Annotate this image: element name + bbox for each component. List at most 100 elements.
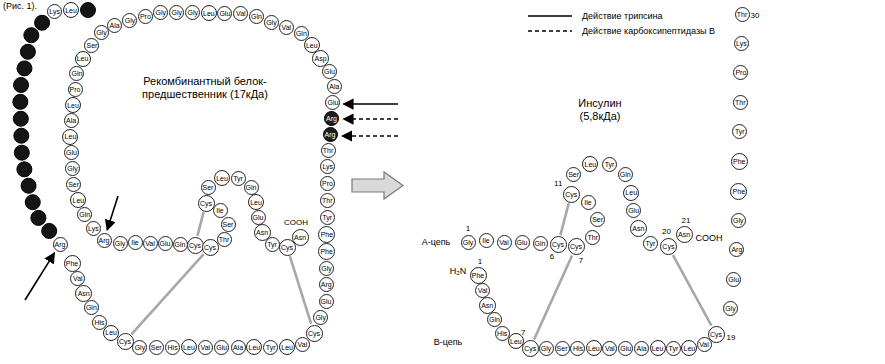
residue-name: Cys [119,338,131,345]
amino-acid-circle: Leu [681,340,697,356]
residue-name: Tyr [669,345,679,352]
residue-name: Gly [266,19,277,26]
callout-label: H₂N [450,266,467,277]
amino-acid-circle: Leu [623,185,639,201]
amino-acid-circle: Arg [97,233,112,248]
amino-acid-circle: Thr [321,143,336,158]
residue-name: Phe [320,248,332,255]
leader-residue [14,145,29,160]
callout-label: 7 [521,328,525,338]
amino-acid-circle: Ser [590,212,605,227]
amino-acid-circle: Leu [304,37,320,53]
residue-name: Arg [731,246,742,253]
amino-acid-circle: Glu [214,340,229,355]
amino-acid-circle: Leu [650,340,666,356]
amino-acid-circle: Arg [323,127,338,142]
residue-name: Arg [325,131,336,138]
amino-acid-circle: Gln [618,167,633,182]
residue-name: Thr [588,234,599,241]
residue-name: Tyr [267,241,277,248]
residue-name: Leu [281,344,293,351]
residue-name: Ala [110,22,120,29]
residue-name: Leu [183,344,195,351]
amino-acid-circle: Pro [138,9,153,24]
amino-acid-circle: Pro [733,65,748,80]
residue-name: Gly [172,9,183,16]
amino-acid-circle: Glu [726,272,741,287]
residue-name: Ser [68,181,79,188]
amino-acid-circle: Val [198,340,213,355]
residue-name: Phe [472,272,484,279]
leader-residue [13,111,28,126]
residue-name: Ala [66,117,76,124]
cleavage-arrow [343,103,398,105]
residue-name: Thr [735,99,746,106]
amino-acid-circle: Glu [158,236,173,251]
legend-text: Действие трипсина [582,11,663,21]
residue-name: Val [145,240,155,247]
conversion-arrow [352,172,403,199]
residue-name: Gln [79,211,90,218]
amino-acid-circle: Ile [213,203,228,218]
callout-label: 1 [478,257,482,267]
residue-name: Cys [308,330,320,337]
cleavage-arrow [25,253,54,300]
amino-acid-circle: Leu [279,339,295,355]
residue-name: Arg [321,281,332,288]
amino-acid-circle: Tyr [231,171,246,186]
residue-name: Asn [256,229,268,236]
amino-acid-circle: His [570,341,585,356]
residue-name: Cys [565,191,577,198]
leader-residue [13,94,28,109]
amino-acid-circle: Ser [566,167,581,182]
residue-name: Val [499,239,509,246]
legend-dashed-sample [528,30,572,32]
amino-acid-circle: Ser [201,180,216,195]
cleavage-arrow [342,135,398,137]
amino-acid-circle: Cys [198,195,215,212]
amino-acid-circle: Ile [581,195,596,210]
amino-acid-circle: Leu [75,51,91,67]
amino-acid-circle: Gly [185,5,200,20]
amino-acid-circle: Ser [66,177,81,192]
residue-name: Glu [216,344,227,351]
residue-name: Leu [105,329,117,336]
residue-name: Cys [710,331,722,338]
amino-acid-circle: Asn [292,229,309,246]
amino-acid-circle: Lys [734,36,749,51]
disulfide-bond [197,212,203,236]
residue-name: Gln [535,240,546,247]
residue-name: Leu [250,199,262,206]
amino-acid-circle: Cys [117,333,134,350]
callout-label: 21 [682,216,691,226]
residue-name: His [168,344,178,351]
amino-acid-circle: Glu [626,203,641,218]
residue-name: Tyr [322,214,332,221]
amino-acid-circle: Tyr [666,341,681,356]
amino-acid-circle: Tyr [265,237,280,252]
amino-acid-circle: Arg [53,237,68,252]
residue-name: Glu [620,345,631,352]
amino-acid-circle: Phe [64,255,81,272]
amino-acid-circle: Glu [319,294,334,309]
residue-name: Glu [160,240,171,247]
residue-name: Cys [200,200,212,207]
amino-acid-circle: Arg [324,111,339,126]
residue-name: His [573,345,583,352]
amino-acid-circle: Gly [461,235,476,250]
residue-name: Gly [115,240,126,247]
leader-residue [14,77,29,92]
residue-name: Leu [652,345,664,352]
residue-name: Phe [733,188,745,195]
amino-acid-circle: Gly [313,310,328,325]
amino-acid-circle: Gln [533,236,548,251]
amino-acid-circle: Gln [77,207,92,222]
amino-acid-circle: Gly [319,261,334,276]
residue-name: Gly [463,239,474,246]
residue-name: Gln [175,241,186,248]
callout-label: 1 [466,224,470,234]
residue-name: His [497,330,507,337]
residue-name: Leu [73,197,85,204]
residue-name: Val [73,275,83,282]
